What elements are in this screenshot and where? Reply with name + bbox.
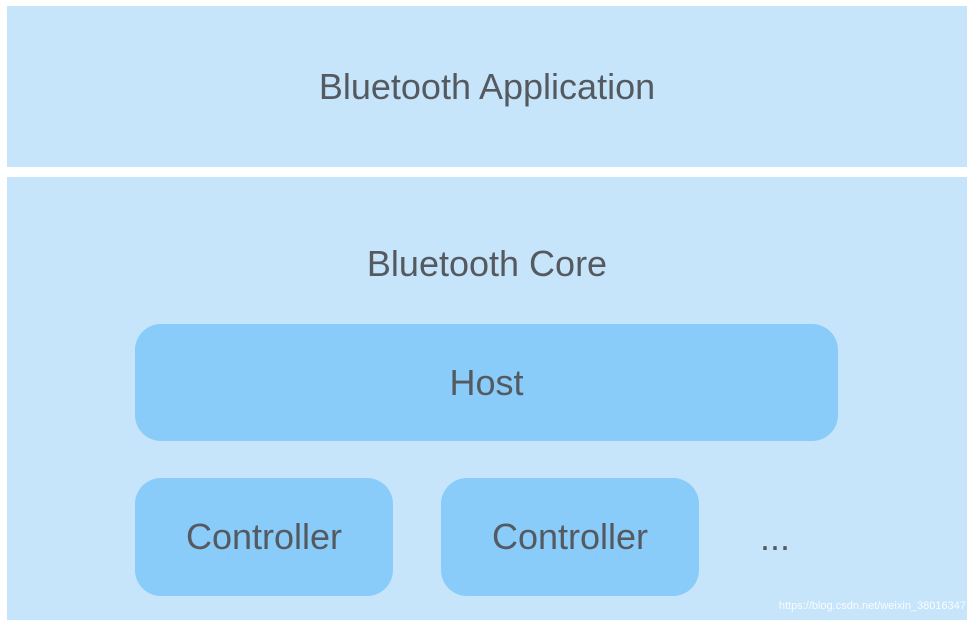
watermark-text: https://blog.csdn.net/weixin_38016347 — [778, 600, 966, 612]
controller-block: Controller — [135, 478, 393, 596]
controller-label: Controller — [491, 516, 649, 557]
bluetooth-application-layer: Bluetooth Application — [7, 6, 967, 167]
controller-label: Controller — [185, 516, 343, 557]
host-label: Host — [449, 361, 524, 403]
controller-block: Controller — [441, 478, 699, 596]
bluetooth-application-label: Bluetooth Application — [318, 65, 656, 107]
bluetooth-core-layer: Bluetooth Core Host Controller Controlle… — [7, 177, 967, 620]
host-block: Host — [135, 324, 838, 441]
bluetooth-core-label: Bluetooth Core — [366, 243, 608, 284]
more-controllers-ellipsis: ... — [760, 517, 791, 558]
